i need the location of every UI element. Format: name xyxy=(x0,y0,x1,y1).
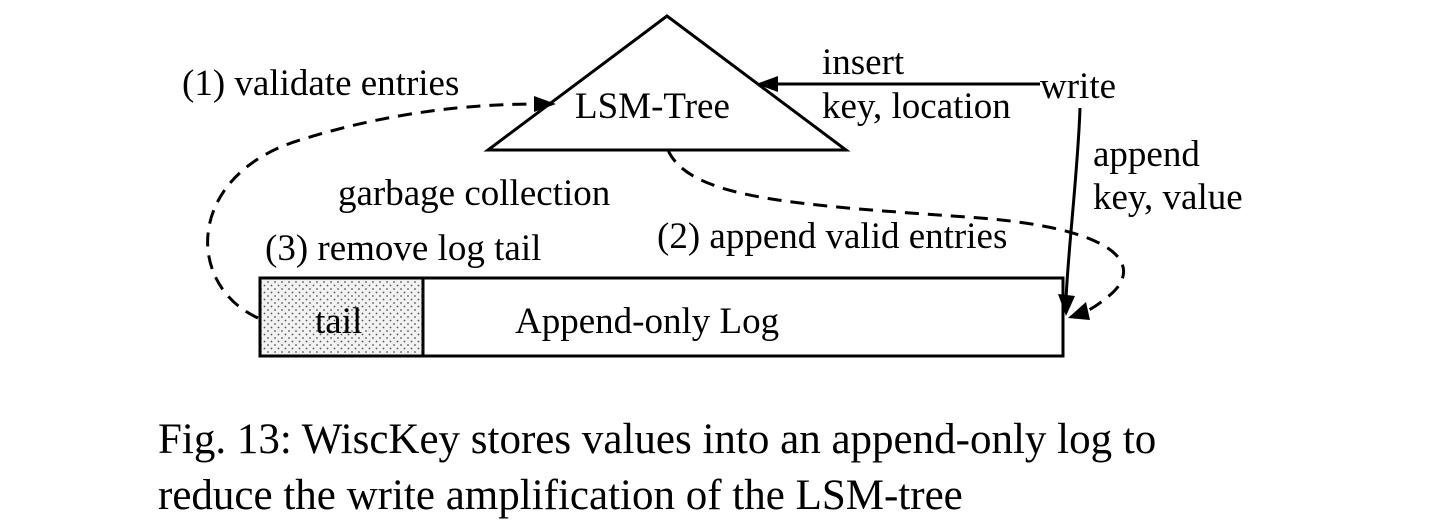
append-arrowhead xyxy=(1058,294,1075,316)
wisckey-diagram: LSM-Tree tail Append-only Log write inse… xyxy=(182,14,1243,358)
caption-line-2: reduce the write amplification of the LS… xyxy=(158,472,963,519)
remove-log-tail-label: (3) remove log tail xyxy=(265,228,541,269)
garbage-collection-label: garbage collection xyxy=(338,173,610,214)
validate-dashed-arrow xyxy=(206,102,539,320)
validate-arrowhead xyxy=(534,96,556,112)
insert-label: insert xyxy=(822,42,905,83)
append-label: append xyxy=(1093,134,1200,175)
tail-label: tail xyxy=(315,301,362,342)
lsm-tree-triangle xyxy=(483,14,851,152)
append-only-log-box xyxy=(258,276,1065,358)
validate-entries-label: (1) validate entries xyxy=(182,63,459,104)
append-arrow-line xyxy=(1064,107,1082,301)
append-valid-arrowhead xyxy=(1068,302,1090,320)
append-key-value-label: key, value xyxy=(1093,177,1243,218)
append-only-log-label: Append-only Log xyxy=(515,301,779,342)
write-label: write xyxy=(1040,66,1116,107)
append-valid-dashed-arrow xyxy=(666,149,1125,314)
caption-line-1: Fig. 13: WiscKey stores values into an a… xyxy=(158,416,1157,463)
append-valid-entries-label: (2) append valid entries xyxy=(657,216,1007,257)
lsm-tree-label: LSM-Tree xyxy=(575,86,730,127)
figure-caption: Fig. 13: WiscKey stores values into an a… xyxy=(158,412,1378,524)
insert-key-location-label: key, location xyxy=(822,86,1011,127)
insert-arrowhead xyxy=(756,76,778,92)
